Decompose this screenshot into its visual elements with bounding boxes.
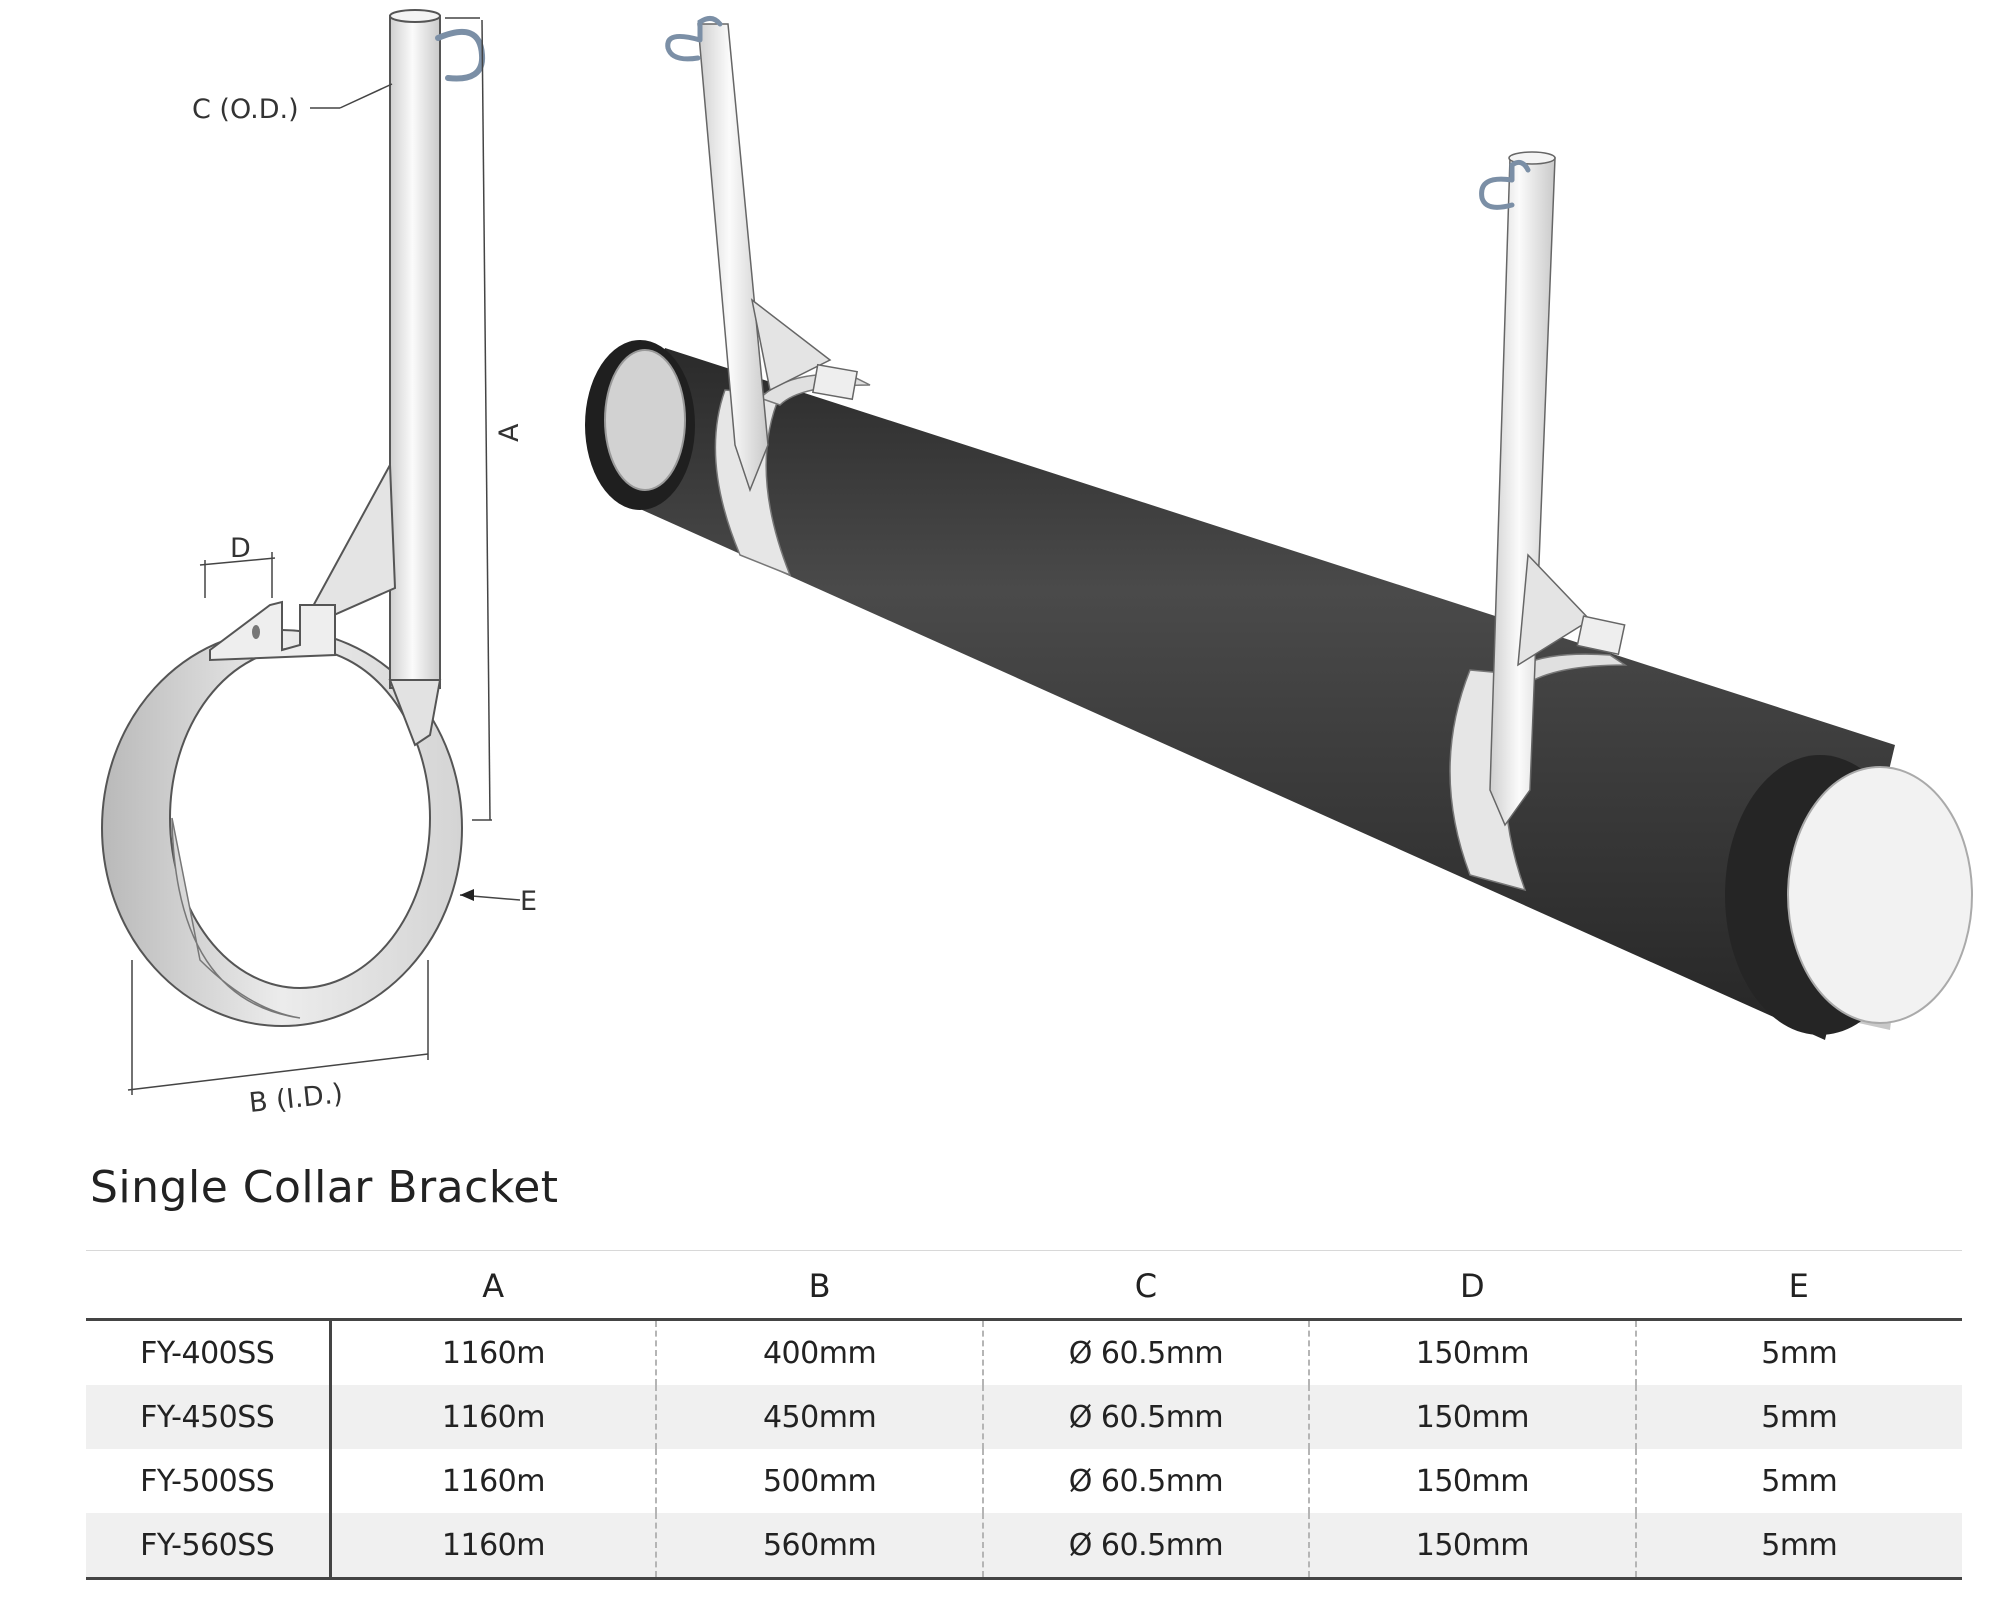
- hook-icon-2: [1479, 159, 1531, 210]
- header-c: C: [982, 1254, 1310, 1321]
- cell-model: FY-400SS: [86, 1319, 332, 1385]
- collar-ring-inner: [169, 647, 431, 989]
- label-c: C (O.D.): [192, 94, 299, 125]
- cell-model: FY-450SS: [86, 1385, 332, 1449]
- table-top-rule: [86, 1250, 1962, 1251]
- cell-e: 5mm: [1634, 1385, 1962, 1449]
- collar-inner-band: [171, 817, 301, 1019]
- cell-a: 1160m: [330, 1513, 657, 1580]
- cell-a: 1160m: [441, 1463, 546, 1499]
- header-model: [86, 1254, 330, 1321]
- cell-e: 5mm: [1634, 1513, 1962, 1580]
- cell-a: 1160m: [330, 1385, 657, 1449]
- cell-a: 1160m: [441, 1335, 546, 1371]
- cell-c: Ø 60.5mm: [981, 1449, 1310, 1513]
- dimension-lines: [127, 17, 521, 1095]
- bolt-lug: [209, 600, 336, 662]
- cell-b: 400mm: [655, 1319, 983, 1385]
- e-arrow-icon: [460, 889, 474, 901]
- pole-top: [389, 9, 441, 23]
- cell-d: 150mm: [1308, 1319, 1636, 1385]
- table-row: FY-500SS 1160m 500mm Ø 60.5mm 150mm 5mm: [86, 1449, 1962, 1513]
- cell-c: Ø 60.5mm: [981, 1319, 1310, 1385]
- table-row: FY-400SS 1160m 400mm Ø 60.5mm 150mm 5mm: [86, 1319, 1962, 1385]
- table-header-row: A B C D E: [86, 1254, 1962, 1321]
- cell-e: 5mm: [1634, 1319, 1962, 1385]
- cell-d: 150mm: [1308, 1513, 1636, 1580]
- header-b: B: [656, 1254, 983, 1321]
- gusset-plate: [297, 461, 397, 633]
- header-a: A: [330, 1254, 657, 1321]
- cell-c: Ø 60.5mm: [981, 1513, 1310, 1580]
- hook-icon-1: [665, 16, 723, 62]
- label-e: E: [520, 886, 537, 917]
- cell-d: 150mm: [1308, 1449, 1636, 1513]
- bolt-hole-icon: [252, 625, 260, 639]
- gusset-1: [750, 298, 832, 392]
- lug-2: [1576, 615, 1626, 656]
- pipe-assembly: [585, 16, 1973, 1040]
- hanger-pole: [389, 15, 441, 689]
- cell-b: 560mm: [655, 1513, 983, 1580]
- pipe-left-end-rim: [604, 349, 686, 491]
- cell-c: Ø 60.5mm: [981, 1385, 1310, 1449]
- cell-e: 5mm: [1634, 1449, 1962, 1513]
- label-d: D: [230, 533, 251, 564]
- product-title: Single Collar Bracket: [90, 1162, 559, 1213]
- cell-d: 150mm: [1308, 1385, 1636, 1449]
- bracket-drawing: C (O.D.) A D E B (I.D.): [101, 9, 537, 1119]
- label-b: B (I.D.): [247, 1078, 344, 1119]
- pole-tip: [388, 679, 442, 747]
- label-a: A: [494, 423, 525, 442]
- table-row: FY-450SS 1160m 450mm Ø 60.5mm 150mm 5mm: [86, 1385, 1962, 1449]
- cell-b: 500mm: [655, 1449, 983, 1513]
- spec-table: A B C D E FY-400SS 1160m 400mm Ø 60.5mm …: [86, 1254, 1962, 1580]
- cell-model: FY-560SS: [86, 1513, 332, 1580]
- pipe-right-end: [1787, 766, 1973, 1024]
- hook-icon: [435, 28, 486, 82]
- pipe-insulation: [620, 348, 1895, 1040]
- hanger-pole-1: [697, 23, 769, 493]
- header-e: E: [1635, 1254, 1962, 1321]
- header-d: D: [1309, 1254, 1636, 1321]
- cell-model: FY-500SS: [86, 1449, 332, 1513]
- cell-b: 450mm: [655, 1385, 983, 1449]
- table-row: FY-560SS 1160m 560mm Ø 60.5mm 150mm 5mm: [86, 1513, 1962, 1580]
- gusset-2: [1517, 553, 1592, 667]
- lug-1: [812, 363, 858, 401]
- bracket-diagram: C (O.D.) A D E B (I.D.): [101, 9, 1973, 1119]
